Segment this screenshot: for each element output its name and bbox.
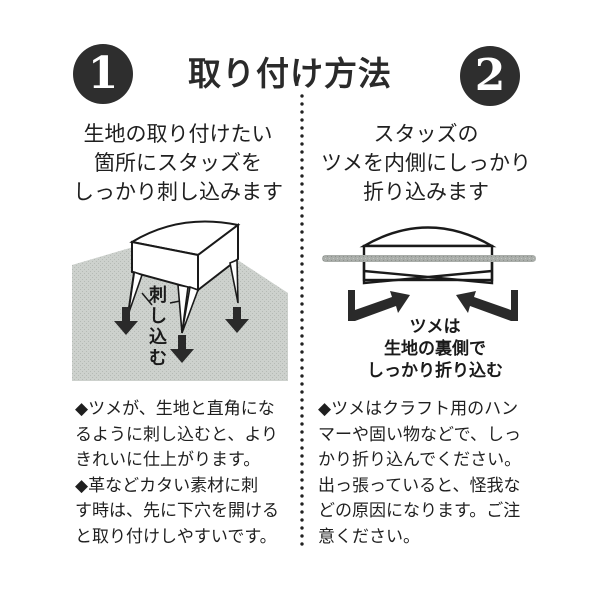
step-2-notes: ◆ツメはクラフト用のハン マーや固い物などで、しっ かり折り込んでください。 出… [318,397,521,550]
step-2-badge: 2 [460,46,520,106]
step-1-number: 1 [87,48,119,99]
note-line: かり折り込んでください。 [318,450,522,470]
step-2-caption: ツメは 生地の裏側で しっかり折り込む [367,317,503,381]
fabric-strip [322,255,536,262]
down-arrow-icon [170,335,194,363]
step-2-heading-line: スタッズの [373,122,479,146]
column-divider [300,92,304,550]
step-1-heading-line: 箇所にスタッズを [94,151,262,175]
step-2-heading: スタッズの ツメを内側にしっかり 折り込みます [310,120,542,207]
prong [177,284,189,334]
note-line: ◆ツメが、生地と直角にな [75,399,275,419]
step-2-diagram [322,226,536,321]
prong [229,258,239,304]
note-line: と取り付けしやすいです。 [75,526,277,547]
down-arrow-icon [114,307,138,335]
note-line: ◆ツメはクラフト用のハン [318,399,519,419]
note-line: 意ください。 [318,526,420,547]
step-2-heading-line: ツメを内側にしっかり [321,151,531,175]
step-1-badge: 1 [73,44,133,104]
fold-arrow-left-icon [348,290,410,321]
stud-dome [359,226,497,248]
step-1-heading-line: 生地の取り付けたい [83,122,273,146]
down-arrow-icon [225,307,249,333]
note-line: どの原因になります。ご注 [318,501,521,521]
step-2-heading-line: 折り込みます [363,180,489,204]
note-line: 出っ張っていると、怪我な [318,475,521,496]
note-line: マーや固い物などで、しっ [318,424,521,445]
step-1-heading-line: しっかり刺し込みます [73,180,283,204]
step-1-notes: ◆ツメが、生地と直角にな るように刺し込むと、より きれいに仕上がります。 ◆革… [75,397,279,550]
note-line: きれいに仕上がります。 [75,450,261,470]
fold-arrow-right-icon [456,290,518,321]
note-line: るように刺し込むと、より [75,424,278,445]
step-2-number: 2 [474,50,506,101]
page-title: 取り付け方法 [188,54,392,93]
prong [181,285,200,334]
note-line: す時は、先に下穴を開ける [75,501,279,521]
step-1-heading: 生地の取り付けたい 箇所にスタッズを しっかり刺し込みます [60,120,296,207]
note-line: ◆革などカタい素材に刺 [75,475,259,496]
folded-prongs [362,262,494,285]
insert-label: 刺 し 込 む [149,285,167,369]
step-1-diagram [72,220,288,381]
